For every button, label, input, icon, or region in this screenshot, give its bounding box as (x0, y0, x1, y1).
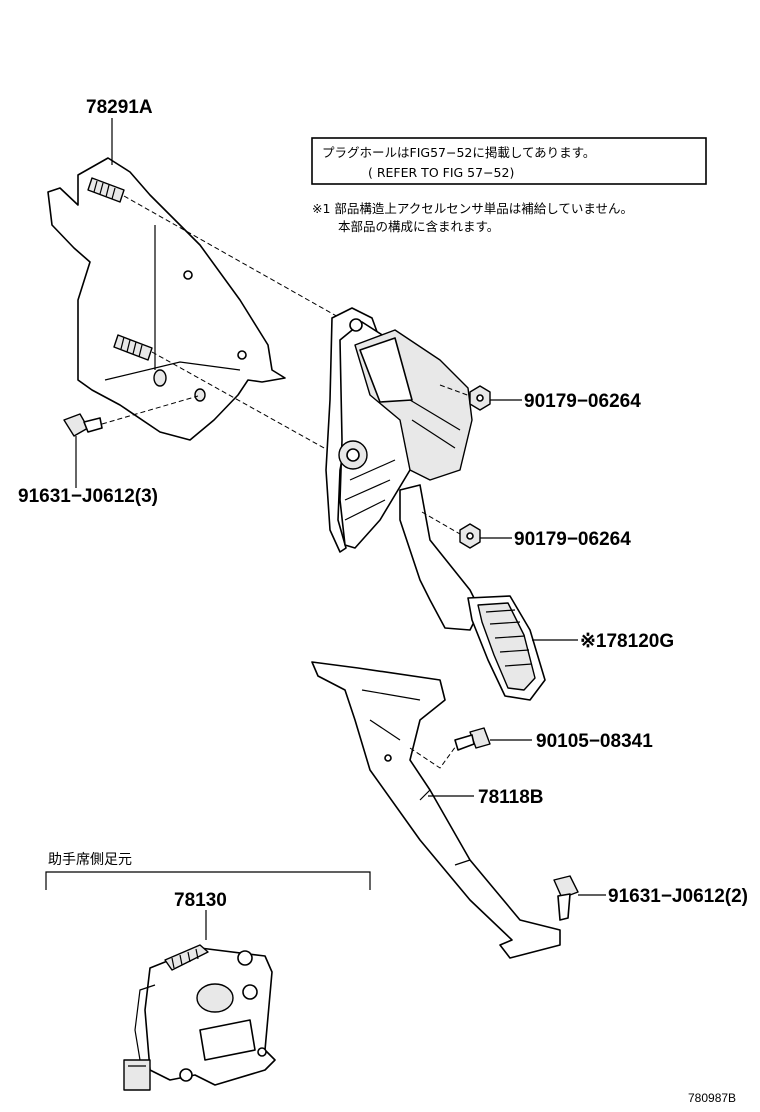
passenger-section-heading: 助手席側足元 (48, 852, 132, 868)
bolt-lower-drawing (553, 875, 579, 921)
part-label-nut-top: 90179−06264 (524, 391, 641, 412)
footnote: ※1 部品構造上アクセルセンサ単品は補給していません。 本部品の構成に含まれます… (312, 201, 633, 234)
stud-lower (113, 334, 153, 361)
part-label-78291A: 78291A (86, 97, 153, 118)
bolt-bracket-drawing (454, 727, 491, 751)
pedal-assembly-drawing (325, 307, 546, 701)
part-label-78118B: 78118B (478, 787, 544, 808)
reference-note-line2: ( REFER TO FIG 57−52) (368, 165, 514, 180)
reference-note-box: プラグホールはFIG57−52に掲載してあります。 ( REFER TO FIG… (311, 137, 707, 185)
nut-mid-drawing (459, 523, 481, 549)
drawing-number: 780987B (688, 1091, 736, 1105)
reference-note-line1: プラグホールはFIG57−52に掲載してあります。 (322, 145, 595, 160)
lower-bracket-drawing (311, 661, 561, 959)
stud-upper (87, 177, 125, 203)
passenger-section-bracket (45, 871, 371, 890)
passenger-part-drawing (123, 944, 276, 1091)
part-label-pedal-assy: ※178120G (580, 631, 674, 652)
part-label-bolt-upper: 91631−J0612(3) (18, 486, 158, 507)
part-label-bolt-lower: 91631−J0612(2) (608, 886, 748, 907)
footnote-line1: ※1 部品構造上アクセルセンサ単品は補給していません。 (312, 201, 633, 216)
part-label-nut-mid: 90179−06264 (514, 529, 631, 550)
part-label-bolt-bracket: 90105−08341 (536, 731, 653, 752)
part-label-78130: 78130 (174, 890, 227, 911)
bolt-upper-drawing (63, 413, 103, 488)
upper-bracket-drawing (47, 157, 286, 441)
footnote-line2: 本部品の構成に含まれます。 (338, 219, 499, 234)
nut-top-drawing (469, 385, 491, 411)
